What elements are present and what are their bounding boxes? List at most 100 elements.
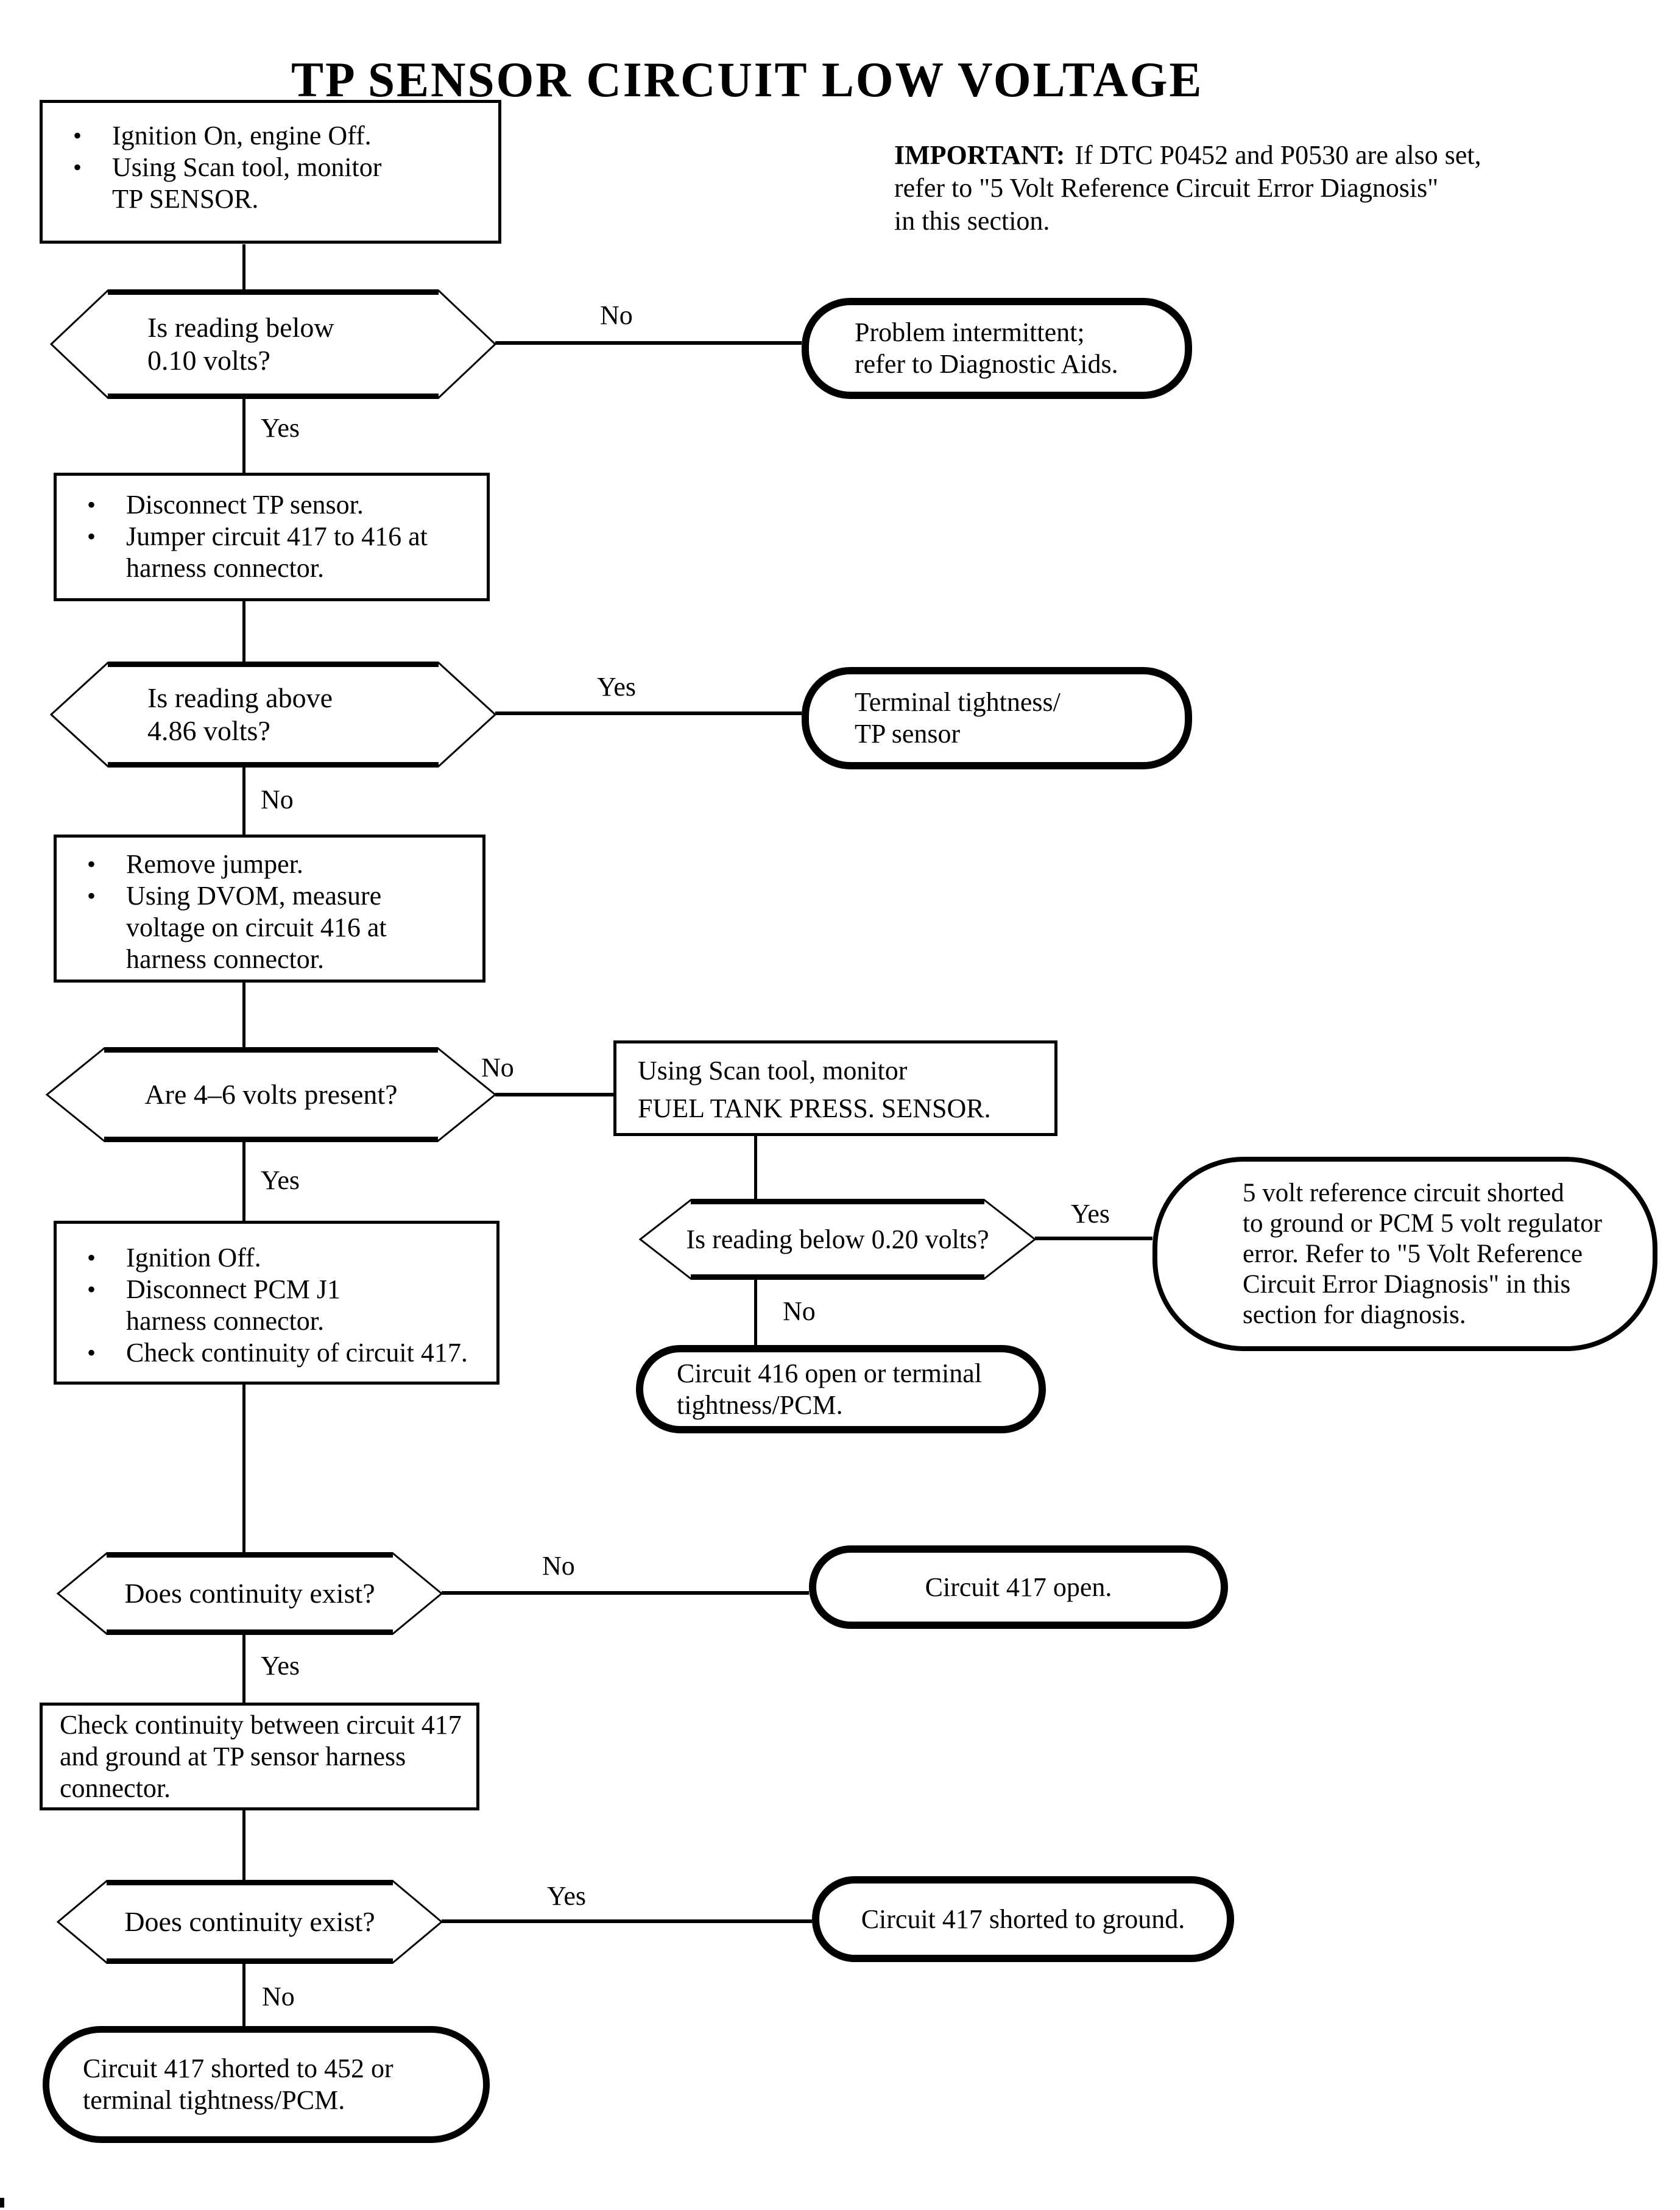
terminal-circuit-416-open-text: Circuit 416 open or terminal tightness/P… [677, 1358, 982, 1420]
decision-reading-below-0-20: Is reading below 0.20 volts? [639, 1199, 1036, 1280]
action-remove-jumper-box: • Remove jumper. • Using DVOM, measure v… [54, 835, 485, 983]
action-monitor-fuel-tank-box: Using Scan tool, monitor FUEL TANK PRESS… [613, 1040, 1057, 1136]
bullet-row: • Disconnect PCM J1 harness connector. [57, 1274, 496, 1337]
hexagon-shape [46, 1047, 496, 1142]
disconnect-step-1: Disconnect TP sensor. [126, 490, 364, 520]
bullet-icon: • [87, 850, 96, 878]
connector-box2-to-decision2 [242, 600, 245, 662]
action-start-box: • Ignition On, engine Off. • Using Scan … [40, 100, 501, 244]
edge-label-no: No [542, 1551, 575, 1581]
action-check-continuity-box: Check continuity between circuit 417 and… [40, 1703, 479, 1810]
terminal-circuit-417-shorted-ground-text: Circuit 417 shorted to ground. [861, 1904, 1185, 1934]
hexagon-shape [50, 289, 496, 399]
terminal-circuit-417-open-text: Circuit 417 open. [925, 1572, 1112, 1602]
bullet-row: • Using Scan tool, monitor TP SENSOR. [43, 152, 498, 215]
connector-decision4-no [754, 1279, 757, 1345]
monitor-fuel-tank-text: Using Scan tool, monitor FUEL TANK PRESS… [638, 1056, 991, 1123]
terminal-terminal-tightness: Terminal tightness/ TP sensor [802, 667, 1192, 769]
edge-label-yes: Yes [597, 672, 637, 702]
terminal-circuit-416-open: Circuit 416 open or terminal tightness/P… [636, 1345, 1046, 1433]
start-step-2: Using Scan tool, monitor TP SENSOR. [112, 152, 382, 214]
decision-reading-above-4-86-text: Is reading above 4.86 volts? [147, 682, 333, 746]
edge-label-yes: Yes [1071, 1199, 1110, 1229]
connector-start-to-decision1 [242, 244, 245, 289]
connector-decision6-yes [442, 1919, 812, 1923]
terminal-5v-reference-error: 5 volt reference circuit shorted to grou… [1152, 1157, 1657, 1351]
connector-decision1-yes [242, 399, 245, 473]
connector-decision2-yes [495, 711, 802, 715]
remove-jumper-step-1: Remove jumper. [126, 849, 303, 879]
bullet-icon: • [87, 491, 96, 518]
remove-jumper-step-2: Using DVOM, measure voltage on circuit 4… [126, 881, 387, 974]
edge-label-no: No [600, 300, 633, 330]
edge-label-no: No [261, 785, 294, 814]
ignition-off-step-1: Ignition Off. [126, 1243, 261, 1273]
disconnect-step-2: Jumper circuit 417 to 416 at harness con… [126, 521, 428, 583]
edge-label-yes: Yes [261, 1651, 300, 1681]
ignition-off-step-3: Check continuity of circuit 417. [126, 1338, 468, 1368]
connector-box4-to-decision5 [242, 1383, 245, 1552]
bullet-icon: • [87, 523, 96, 550]
page-edge-mark [0, 2198, 4, 2208]
bullet-icon: • [73, 122, 82, 149]
bullet-icon: • [87, 882, 96, 909]
decision-continuity-exist-2: Does continuity exist? [57, 1880, 443, 1964]
edge-label-no: No [783, 1296, 816, 1326]
terminal-problem-intermittent: Problem intermittent; refer to Diagnosti… [802, 298, 1192, 399]
connector-decision1-no [495, 341, 802, 345]
bullet-row: • Remove jumper. [57, 849, 482, 880]
important-note: IMPORTANT:If DTC P0452 and P0530 are als… [894, 139, 1576, 238]
edge-label-yes: Yes [261, 1165, 300, 1195]
terminal-circuit-417-open: Circuit 417 open. [809, 1545, 1228, 1629]
bullet-icon: • [87, 1339, 96, 1366]
bullet-row: • Using DVOM, measure voltage on circuit… [57, 880, 482, 975]
bullet-row: • Jumper circuit 417 to 416 at harness c… [57, 521, 487, 584]
decision-4-6-volts-present-text: Are 4–6 volts present? [144, 1079, 398, 1110]
connector-decision5-no [442, 1591, 809, 1595]
bullet-row: • Ignition Off. [57, 1242, 496, 1274]
connector-decision4-yes [1035, 1237, 1152, 1240]
decision-reading-above-4-86: Is reading above 4.86 volts? [50, 662, 496, 768]
decision-reading-below-0-10: Is reading below 0.10 volts? [50, 289, 496, 399]
edge-label-no: No [481, 1053, 514, 1082]
terminal-terminal-tightness-text: Terminal tightness/ TP sensor [855, 687, 1061, 749]
terminal-circuit-417-shorted-452-text: Circuit 417 shorted to 452 or terminal t… [83, 2053, 394, 2115]
page-title: TP SENSOR CIRCUIT LOW VOLTAGE [291, 52, 1204, 107]
ignition-off-step-2: Disconnect PCM J1 harness connector. [126, 1274, 341, 1336]
decision-reading-below-0-10-text: Is reading below 0.10 volts? [147, 312, 334, 376]
terminal-5v-reference-error-text: 5 volt reference circuit shorted to grou… [1243, 1178, 1603, 1329]
decision-continuity-exist-1: Does continuity exist? [57, 1552, 443, 1635]
bullet-icon: • [87, 1276, 96, 1303]
bullet-row: • Check continuity of circuit 417. [57, 1337, 496, 1369]
decision-continuity-exist-1-text: Does continuity exist? [124, 1578, 375, 1609]
hexagon-shape [50, 662, 496, 768]
action-disconnect-jumper-box: • Disconnect TP sensor. • Jumper circuit… [54, 473, 490, 601]
connector-decision3-no [495, 1093, 613, 1096]
decision-continuity-exist-2-text: Does continuity exist? [124, 1906, 375, 1937]
connector-fueltank-to-decision4 [754, 1135, 757, 1199]
terminal-problem-intermittent-text: Problem intermittent; refer to Diagnosti… [855, 317, 1118, 379]
decision-reading-below-0-20-text: Is reading below 0.20 volts? [686, 1224, 989, 1254]
hexagon-shape [639, 1199, 1036, 1280]
check-continuity-text: Check continuity between circuit 417 and… [60, 1710, 462, 1803]
bullet-icon: • [87, 1244, 96, 1271]
connector-decision6-no [242, 1963, 245, 2026]
bullet-icon: • [73, 154, 82, 181]
connector-box3-to-decision3 [242, 981, 245, 1047]
important-text: If DTC P0452 and P0530 are also set, ref… [894, 140, 1481, 236]
action-ignition-off-box: • Ignition Off. • Disconnect PCM J1 harn… [54, 1221, 499, 1385]
important-label: IMPORTANT: [894, 140, 1065, 170]
connector-decision2-no [242, 766, 245, 835]
decision-4-6-volts-present: Are 4–6 volts present? [46, 1047, 496, 1142]
edge-label-no: No [262, 1982, 295, 2011]
bullet-row: • Disconnect TP sensor. [57, 489, 487, 521]
hexagon-shape [57, 1552, 443, 1635]
edge-label-yes: Yes [261, 413, 300, 443]
terminal-circuit-417-shorted-ground: Circuit 417 shorted to ground. [812, 1876, 1234, 1962]
connector-decision3-yes [242, 1141, 245, 1221]
hexagon-shape [57, 1880, 443, 1964]
connector-box5-to-decision6 [242, 1809, 245, 1880]
edge-label-yes: Yes [547, 1881, 587, 1911]
terminal-circuit-417-shorted-452: Circuit 417 shorted to 452 or terminal t… [43, 2026, 490, 2143]
